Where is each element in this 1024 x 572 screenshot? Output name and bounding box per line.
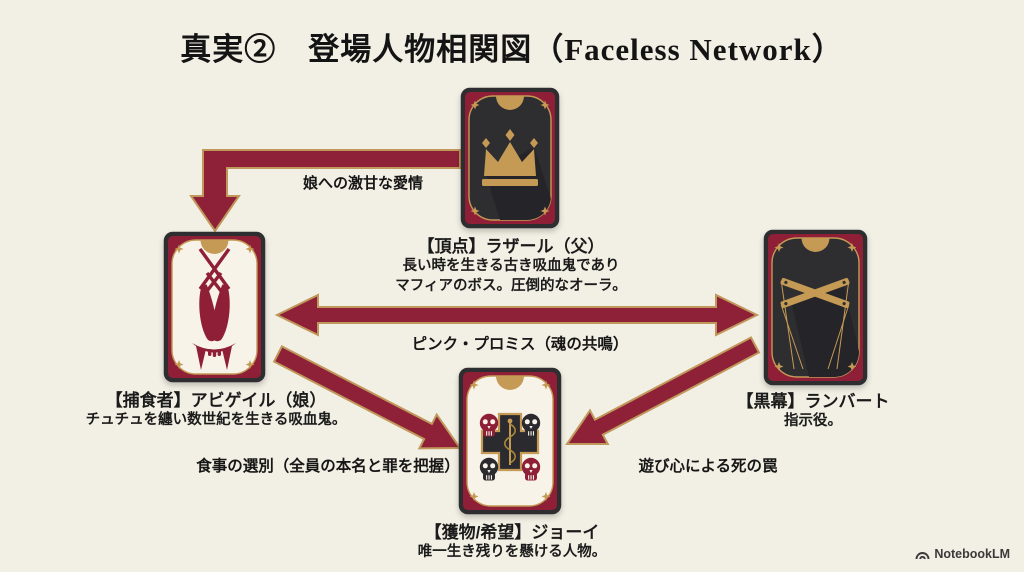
lambert-desc-line1: 指示役。 [784,413,842,429]
caption-joey: 【獲物/希望】ジョーイ 唯一生き残りを懸ける人物。 [418,522,607,563]
corner-diamond-icon [174,244,255,369]
card-notch [496,96,524,110]
card-lambert [763,229,868,386]
lazar-name: 【頂点】ラザール（父） [417,237,605,256]
abigail-name: 【捕食者】アビゲイル（娘） [105,391,327,410]
arrow-abigail-to-joey [272,345,462,450]
notebooklm-label: NotebookLM [934,547,1010,561]
medical-cross-icon [480,412,540,472]
fangs-icon [192,343,236,370]
edge-label-abigail-to-joey: 食事の選別（全員の本名と罪を把握） [196,458,460,475]
edge-label-lambert-to-joey: 遊び心による死の罠 [638,458,778,475]
lazar-desc-line1: 長い時を生きる古き吸血鬼であり [402,258,620,274]
ballet-shoes-icon [198,248,231,342]
asclepius-snake-icon [503,423,517,464]
joey-desc-line1: 唯一生き残りを懸ける人物。 [417,544,607,560]
edge-label-lazar-to-abigail: 娘への激甘な愛情 [302,175,424,192]
card-abigail [163,231,266,383]
notebooklm-brand: NotebookLM [915,547,1010,561]
marionette-cross-icon [780,277,850,370]
notebooklm-icon [915,551,930,559]
page-title: 真実② 登場人物相関図（Faceless Network） [180,32,844,67]
card-notch [801,238,830,252]
joey-name: 【獲物/希望】ジョーイ [424,523,600,542]
edge-label-abigail-lambert: ピンク・プロミス（魂の共鳴） [411,336,629,353]
abigail-desc-line1: チュチュを纏い数世紀を生きる吸血鬼。 [85,412,347,428]
card-lazar [460,87,560,229]
caption-lazar: 【頂点】ラザール（父） 長い時を生きる古き吸血鬼であり マフィアのボス。圧倒的な… [395,236,626,296]
arrow-abigail-lambert-double [274,293,760,337]
arrow-lazar-to-abigail [189,149,461,233]
card-notch [200,240,229,254]
corner-diamond-icon [470,100,550,216]
card-notch [496,376,524,390]
corner-diamond-icon [774,243,857,371]
card-joey [458,367,562,515]
arrow-lambert-to-joey [565,336,761,445]
lazar-desc-line2: マフィアのボス。圧倒的なオーラ。 [395,277,627,294]
lambert-name: 【黒幕】ランバート [736,392,890,411]
crown-icon [482,129,538,186]
corner-diamond-icon [469,380,551,501]
caption-abigail: 【捕食者】アビゲイル（娘） チュチュを纏い数世紀を生きる吸血鬼。 [86,390,347,431]
caption-lambert: 【黒幕】ランバート 指示役。 [737,391,890,432]
